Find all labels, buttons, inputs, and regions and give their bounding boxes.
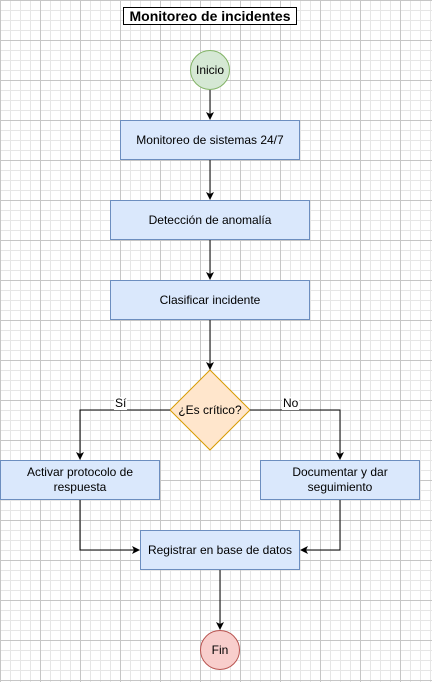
monitor-systems-node[interactable]: Monitoreo de sistemas 24/7: [120, 120, 300, 160]
classify-incident-label: Clasificar incidente: [159, 292, 261, 307]
end-node[interactable]: Fin: [200, 630, 240, 670]
edge-activate-register: [79, 500, 140, 554]
detect-anomaly-label: Detección de anomalía: [148, 212, 272, 227]
decision-diamond-shape[interactable]: [169, 369, 251, 451]
register-database-label: Registrar en base de datos: [147, 542, 293, 557]
end-node-label: Fin: [211, 643, 229, 657]
decision-node[interactable]: ¿Es crítico?: [170, 370, 250, 450]
edge-decision-yes: [76, 409, 170, 460]
document-followup-node[interactable]: Documentar y dar seguimiento: [260, 460, 420, 500]
classify-incident-node[interactable]: Clasificar incidente: [110, 280, 310, 320]
start-node-label: Inicio: [195, 63, 224, 77]
document-followup-label: Documentar y dar seguimiento: [292, 465, 388, 494]
start-node[interactable]: Inicio: [190, 50, 230, 90]
edge-document-register: [300, 500, 341, 554]
activate-protocol-node[interactable]: Activar protocolo de respuesta: [0, 460, 160, 500]
monitor-systems-label: Monitoreo de sistemas 24/7: [136, 132, 284, 147]
detect-anomaly-node[interactable]: Detección de anomalía: [110, 200, 310, 240]
edge-decision-no: [250, 409, 344, 460]
no-edge-label: No: [282, 396, 300, 410]
decision-label: ¿Es crítico?: [178, 403, 242, 417]
yes-edge-label: Sí: [114, 396, 128, 410]
register-database-node[interactable]: Registrar en base de datos: [140, 530, 300, 570]
activate-protocol-label: Activar protocolo de respuesta: [26, 465, 134, 494]
diagram-title: Monitoreo de incidentes: [123, 7, 297, 25]
